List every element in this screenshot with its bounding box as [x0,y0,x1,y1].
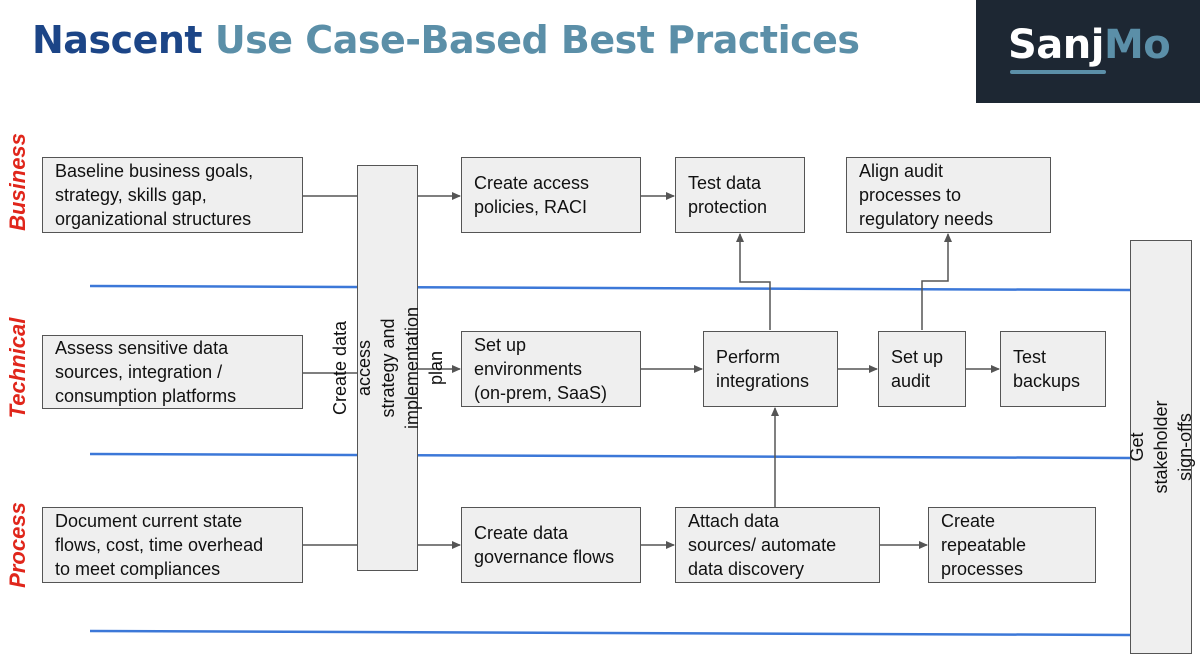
box-test-backups: Test backups [1000,331,1106,407]
box-baseline-business-goals: Baseline business goals, strategy, skill… [42,157,303,233]
box-document-current-state: Document current state flows, cost, time… [42,507,303,583]
box-data-access-strategy-plan: Create data access strategy and implemen… [330,165,446,571]
box-create-repeatable-processes: Create repeatable processes [928,507,1096,583]
box-create-governance-flows: Create data governance flows [461,507,641,583]
row-label-business: Business [5,133,30,231]
logo-underline [1010,70,1106,74]
arrow-integrations-to-test-protection [736,233,771,330]
row-label-technical: Technical [5,317,30,419]
swimlane-line-process [89,629,1131,637]
logo-text-sanj: Sanj [1008,22,1105,68]
page-title: Nascent Use Case-Based Best Practices [32,18,860,62]
title-part-nascent: Nascent [32,18,203,62]
box-perform-integrations: Perform integrations [703,331,838,407]
row-label-process: Process [5,502,30,588]
swimlane-line-business [89,284,1131,292]
logo-text: SanjMo [1008,22,1171,68]
sanjmo-logo: SanjMo [976,0,1200,103]
swimlane-line-technical [89,452,1131,460]
box-align-audit-processes: Align audit processes to regulatory need… [846,157,1051,233]
logo-text-mo: Mo [1104,22,1171,68]
box-test-data-protection: Test data protection [675,157,805,233]
title-part-main: Use Case-Based Best Practices [214,18,860,62]
box-stakeholder-signoffs: Get stakeholder sign-offs [1127,240,1195,654]
arrow-audit-to-align-audit [921,233,952,330]
signoffs-label: Get stakeholder sign-offs [1127,400,1195,494]
box-create-access-policies: Create access policies, RACI [461,157,641,233]
strategy-plan-label: Create data access strategy and implemen… [329,306,446,430]
box-assess-sensitive-data: Assess sensitive data sources, integrati… [42,335,303,409]
box-set-up-environments: Set up environments (on-prem, SaaS) [461,331,641,407]
box-set-up-audit: Set up audit [878,331,966,407]
box-attach-data-sources: Attach data sources/ automate data disco… [675,507,880,583]
